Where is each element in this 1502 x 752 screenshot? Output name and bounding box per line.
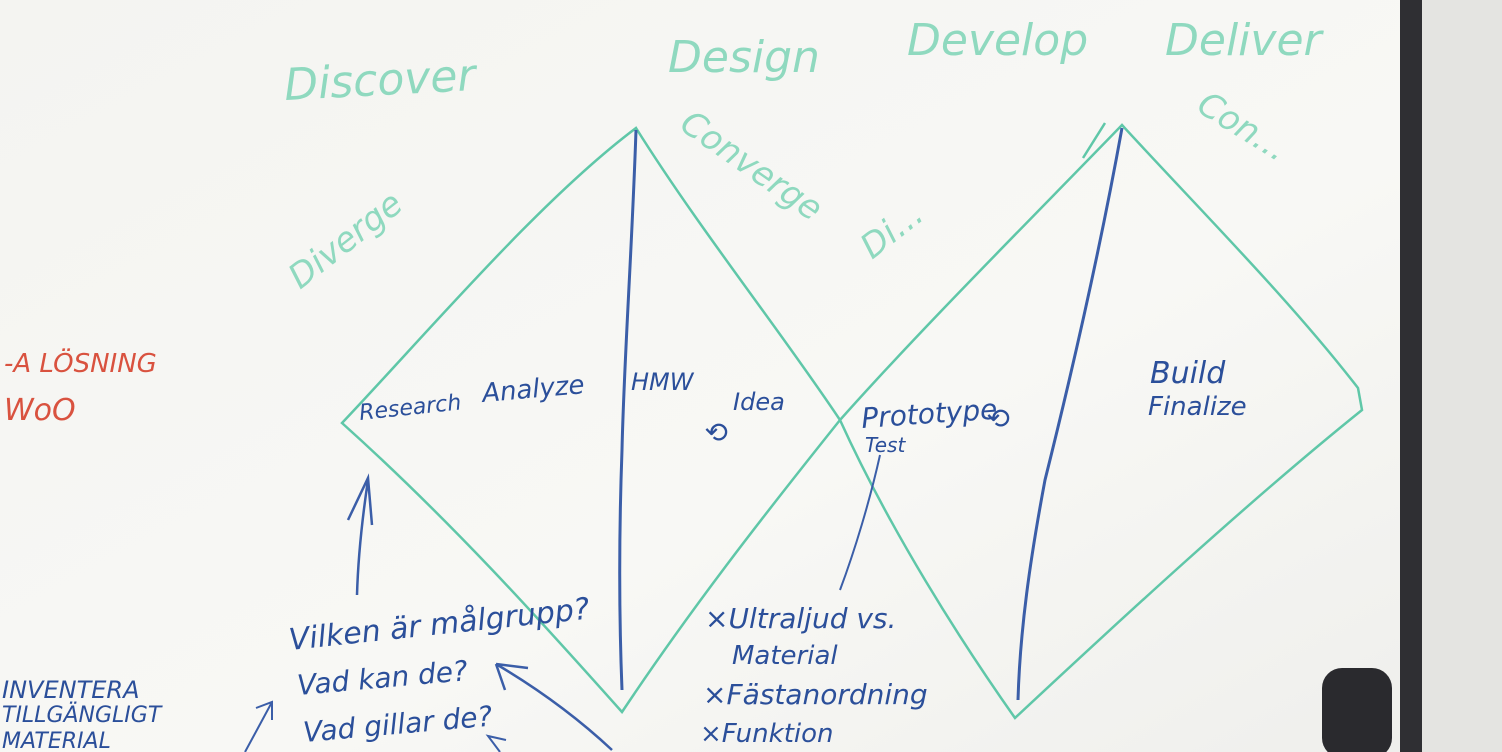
phase-design: Design [668, 32, 820, 83]
board-handle [1322, 668, 1392, 752]
board-surface [0, 0, 1402, 752]
phase-discover: Discover [283, 50, 480, 111]
test-pointer-line [839, 454, 881, 591]
diamond-2-outline [838, 123, 1364, 720]
arrow-lower-mid [485, 734, 507, 752]
test-note-1: ×Ultraljud vs. [705, 602, 896, 635]
arrow-lower-left [244, 700, 273, 752]
note-hmw: HMW [631, 368, 695, 396]
arrow-to-question [494, 662, 613, 751]
idea-cycle-icon: ⟲ [705, 416, 729, 449]
red-note-2: WoO [4, 393, 76, 428]
note-finalize: Finalize [1148, 392, 1247, 422]
test-note-3: ×Fästanordning [703, 678, 928, 711]
inventory-note-3: MATERIAL [2, 729, 111, 752]
note-build: Build [1150, 356, 1226, 391]
board-frame [1400, 0, 1422, 752]
arrow-to-research [346, 473, 374, 596]
phase-develop: Develop [907, 15, 1088, 66]
red-note-1: -A LÖSNING [4, 347, 157, 379]
note-test: Test [865, 433, 906, 457]
wall [1422, 0, 1502, 752]
inventory-note-1: INVENTERA [2, 676, 139, 704]
test-note-4: ×Funktion [700, 719, 834, 749]
phase-deliver: Deliver [1165, 15, 1325, 66]
diamond-2-divider [1016, 127, 1124, 701]
diamond-1-divider [618, 129, 638, 691]
inventory-note-2: TILLGÄNGLIGT [2, 702, 163, 728]
note-idea: Idea [733, 388, 785, 416]
prototype-cycle-icon: ⟲ [987, 402, 1011, 435]
arrow-mark [1081, 122, 1107, 159]
test-note-2: Material [732, 641, 838, 671]
